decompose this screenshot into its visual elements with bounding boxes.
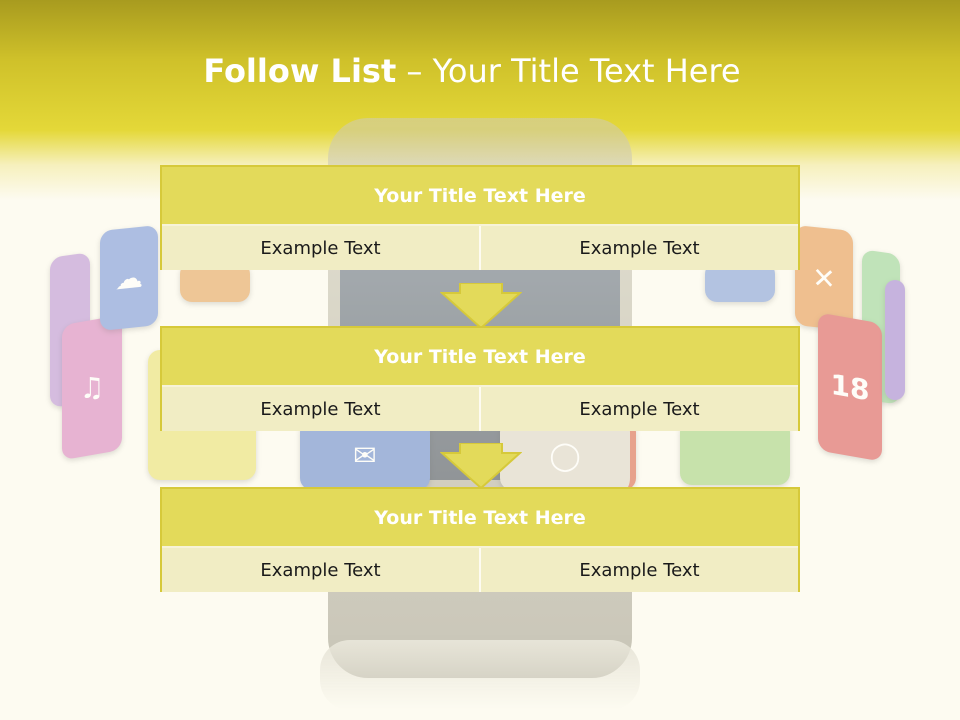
cloud-app-icon: ☁ (100, 224, 158, 332)
step-title: Your Title Text Here (162, 489, 798, 548)
step-left-text: Example Text (162, 226, 479, 270)
page-title: Follow List – Your Title Text Here (0, 52, 944, 90)
step-title: Your Title Text Here (162, 328, 798, 387)
flow-step-3: Your Title Text Here Example Text Exampl… (160, 487, 800, 592)
flow-step-1: Your Title Text Here Example Text Exampl… (160, 165, 800, 270)
calendar-side-icon (885, 280, 905, 400)
page-title-rest: – Your Title Text Here (396, 52, 741, 90)
step-left-text: Example Text (162, 548, 479, 592)
down-arrow-icon (440, 283, 522, 329)
flow-step-2: Your Title Text Here Example Text Exampl… (160, 326, 800, 431)
mail-app-icon: ✉ (300, 420, 430, 490)
step-title: Your Title Text Here (162, 167, 798, 226)
page-title-bold: Follow List (203, 52, 397, 90)
down-arrow-icon (440, 443, 522, 489)
calendar-app-icon: 18 (818, 312, 882, 462)
music-app-icon: ♫ (62, 314, 122, 461)
step-right-text: Example Text (479, 548, 798, 592)
step-left-text: Example Text (162, 387, 479, 431)
camera-app-icon: ◯ (500, 420, 636, 490)
smartphone-reflection (320, 640, 640, 710)
step-right-text: Example Text (479, 387, 798, 431)
step-right-text: Example Text (479, 226, 798, 270)
